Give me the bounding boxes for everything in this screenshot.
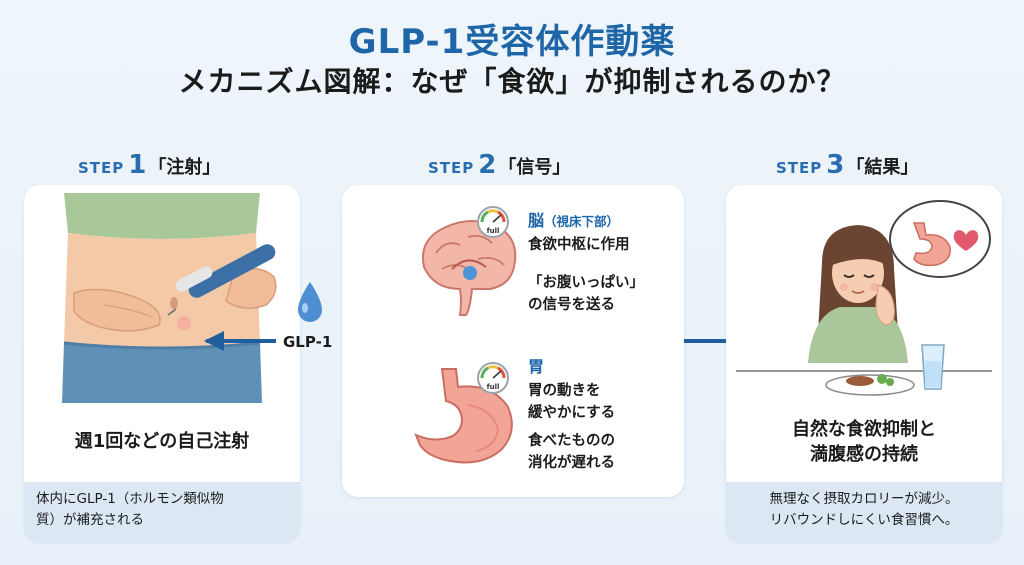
gauge-icon-stomach: full (477, 362, 509, 394)
glass-icon (921, 344, 945, 390)
step1-caption: 体内にGLP-1（ホルモン類似物 質）が補充される (24, 482, 300, 542)
step2-card: full 脳（視床下部） 食欲中枢に作用 「お腹いっぱい」 の信号を送る ful… (342, 185, 684, 497)
woman-eating-illustration (736, 200, 992, 396)
brain-effect-2: 「お腹いっぱい」 (528, 275, 644, 291)
stomach-effect-4: 消化が遅れる (528, 455, 615, 471)
heart-icon (953, 230, 979, 251)
step3-caption-line2: リバウンドしにくい食習慣へ。 (769, 512, 959, 528)
stomach-title: 胃 (528, 357, 545, 376)
gauge-label-stomach: full (487, 383, 500, 391)
step1-caption-line2: 質）が補充される (36, 512, 144, 528)
step1-card: 週1回などの自己注射 体内にGLP-1（ホルモン類似物 質）が補充される (24, 185, 300, 542)
brain-title: 脳（視床下部） (528, 211, 620, 230)
step3-main-line1: 自然な食欲抑制と (792, 419, 936, 440)
stomach-effect-1: 胃の動きを (528, 383, 601, 399)
stomach-effect-2: 緩やかにする (528, 405, 616, 421)
page-subtitle: メカニズム図解：なぜ「食欲」が抑制されるのか？ (178, 65, 846, 98)
step3-main-line2: 満腹感の持続 (810, 444, 918, 465)
brain-icon (422, 220, 517, 316)
step1-main-text: 週1回などの自己注射 (74, 431, 250, 452)
step3-caption-line1: 無理なく摂取カロリーが減少。 (769, 491, 959, 507)
syringe-pen-icon (167, 244, 276, 316)
step3-caption: 無理なく摂取カロリーが減少。 リバウンドしにくい食習慣へ。 (726, 482, 1002, 542)
plate-icon (825, 374, 915, 396)
gauge-label-brain: full (487, 227, 500, 235)
brain-effect-3: の信号を送る (528, 297, 615, 313)
page-title: GLP-1受容体作動薬 (348, 22, 676, 62)
step3-main-text: 自然な食欲抑制と 満腹感の持続 (726, 417, 1002, 467)
brain-effect-1: 食欲中枢に作用 (528, 237, 630, 253)
gauge-icon: full (477, 206, 509, 238)
glp1-label: GLP-1 (283, 333, 333, 351)
injection-illustration (62, 193, 277, 403)
stomach-effect-3: 食べたものの (528, 433, 615, 449)
step3-card: 自然な食欲抑制と 満腹感の持続 無理なく摂取カロリーが減少。 リバウンドしにくい… (726, 185, 1002, 542)
drop-icon (298, 282, 322, 322)
step1-caption-line1: 体内にGLP-1（ホルモン類似物 (36, 491, 224, 507)
